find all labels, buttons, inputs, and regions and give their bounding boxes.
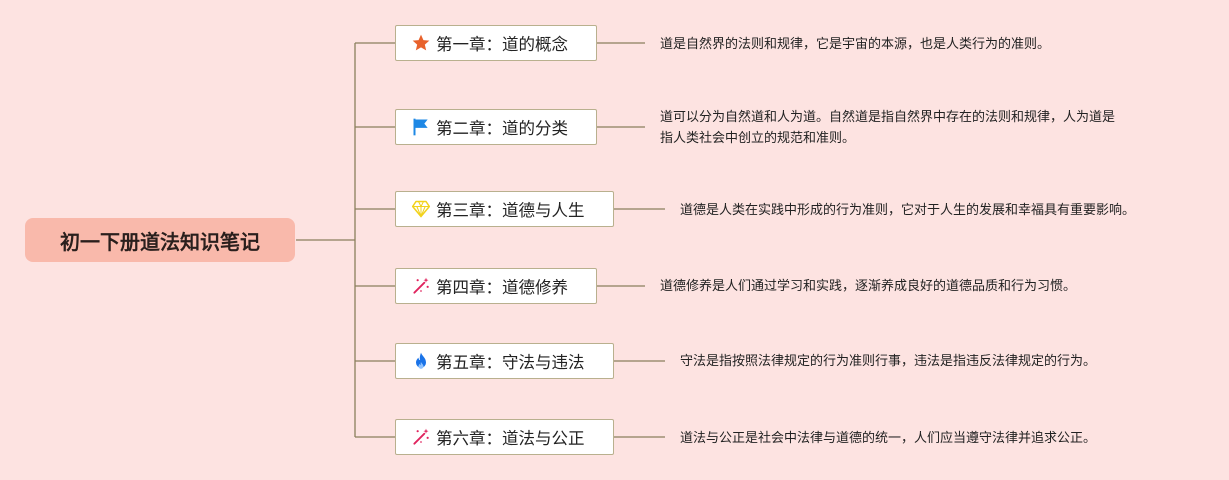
chapter-title: 第五章：守法与违法 — [436, 353, 585, 372]
note-line: 道德是人类在实践中形成的行为准则，它对于人生的发展和幸福具有重要影响。 — [680, 203, 1136, 218]
chapter-node-1[interactable]: 第一章：道的概念 — [395, 25, 597, 61]
note-line: 指人类社会中创立的规范和准则。 — [660, 131, 856, 146]
note-line: 道德修养是人们通过学习和实践，逐渐养成良好的道德品质和行为习惯。 — [660, 279, 1077, 294]
flag-icon — [410, 116, 432, 138]
fire-icon — [410, 350, 432, 372]
root-topic[interactable]: 初一下册道法知识笔记 — [25, 218, 295, 262]
sparkle-icon — [410, 275, 432, 297]
chapter-node-3[interactable]: 第三章：道德与人生 — [395, 191, 614, 227]
root-title: 初一下册道法知识笔记 — [60, 229, 260, 254]
note-line: 道可以分为自然道和人为道。自然道是指自然界中存在的法则和规律，人为道是 — [660, 110, 1116, 125]
chapter-node-6[interactable]: 第六章：道法与公正 — [395, 419, 614, 455]
chapter-title: 第六章：道法与公正 — [436, 429, 585, 448]
chapter-title: 第四章：道德修养 — [436, 278, 568, 297]
star-icon — [410, 32, 432, 54]
diamond-icon — [410, 198, 432, 220]
chapter-node-2[interactable]: 第二章：道的分类 — [395, 109, 597, 145]
chapter-note-3[interactable]: 道德是人类在实践中形成的行为准则，它对于人生的发展和幸福具有重要影响。 — [680, 200, 1135, 221]
chapter-node-4[interactable]: 第四章：道德修养 — [395, 268, 597, 304]
note-line: 道法与公正是社会中法律与道德的统一，人们应当遵守法律并追求公正。 — [680, 431, 1097, 446]
chapter-note-6[interactable]: 道法与公正是社会中法律与道德的统一，人们应当遵守法律并追求公正。 — [680, 428, 1096, 449]
chapter-note-1[interactable]: 道是自然界的法则和规律，它是宇宙的本源，也是人类行为的准则。 — [660, 34, 1050, 55]
chapter-title: 第三章：道德与人生 — [436, 201, 585, 220]
chapter-node-5[interactable]: 第五章：守法与违法 — [395, 343, 614, 379]
note-line: 道是自然界的法则和规律，它是宇宙的本源，也是人类行为的准则。 — [660, 37, 1051, 52]
chapter-note-4[interactable]: 道德修养是人们通过学习和实践，逐渐养成良好的道德品质和行为习惯。 — [660, 276, 1076, 297]
note-line: 守法是指按照法律规定的行为准则行事，违法是指违反法律规定的行为。 — [680, 354, 1097, 369]
chapter-title: 第二章：道的分类 — [436, 119, 568, 138]
chapter-title: 第一章：道的概念 — [436, 35, 568, 54]
sparkle-icon — [410, 426, 432, 448]
chapter-note-5[interactable]: 守法是指按照法律规定的行为准则行事，违法是指违反法律规定的行为。 — [680, 351, 1096, 372]
chapter-note-2[interactable]: 道可以分为自然道和人为道。自然道是指自然界中存在的法则和规律，人为道是指人类社会… — [660, 107, 1115, 149]
